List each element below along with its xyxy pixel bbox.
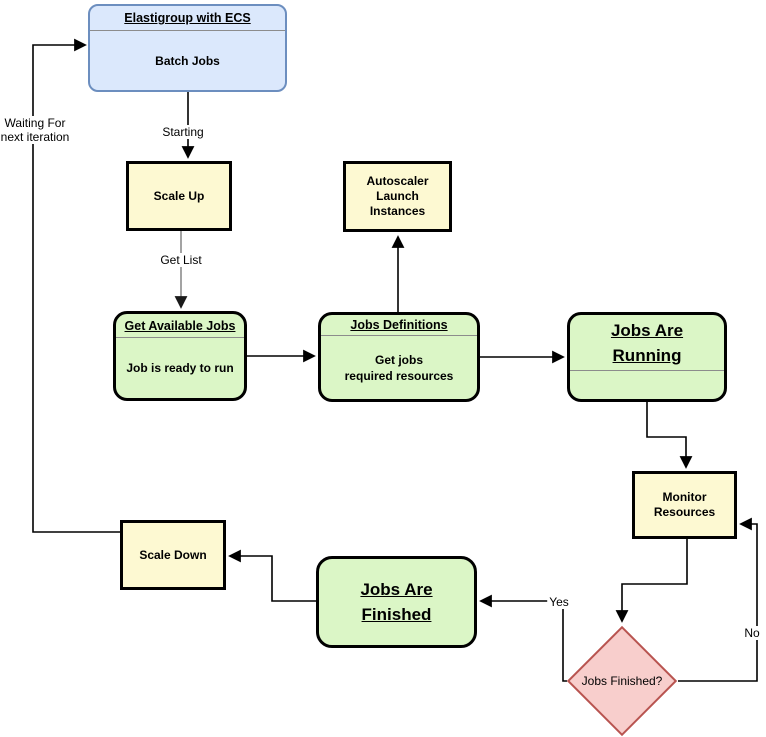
node-jobs-are-finished[interactable]: Jobs Are Finished [316,556,477,648]
node-elastigroup-batch-jobs[interactable]: Elastigroup with ECS Batch Jobs [88,4,287,92]
node-autoscaler-launch-instances[interactable]: Autoscaler Launch Instances [343,161,452,232]
node-body: Batch Jobs [155,53,220,68]
node-title: Jobs Definitions [321,315,477,336]
edge-label-starting: Starting [160,125,206,139]
edge-finished-to-scaledown [228,549,316,602]
node-label: Scale Up [153,188,205,203]
node-scale-down[interactable]: Scale Down [120,520,226,590]
node-body [570,371,724,399]
node-scale-up[interactable]: Scale Up [126,161,232,231]
node-body: Job is ready to run [126,361,234,375]
node-jobs-definitions[interactable]: Jobs Definitions Get jobs required resou… [318,312,480,402]
node-jobs-finished-decision[interactable]: Jobs Finished? [566,625,678,737]
edge-running-to-monitor [646,402,693,469]
node-jobs-are-running[interactable]: Jobs Are Running [567,312,727,402]
node-label: Jobs Finished? [581,674,663,688]
edge-no-loop [678,517,758,682]
edge-label-waiting-for-next-iteration: Waiting For next iteration [0,116,72,144]
edge-yes [479,594,567,682]
node-title: Jobs Are Running [570,315,724,371]
node-title: Get Available Jobs [116,314,244,338]
edge-label-get-list: Get List [158,253,204,267]
edge-label-no: No [742,626,762,640]
node-label: Jobs Are Finished [360,580,433,624]
node-title: Elastigroup with ECS [90,6,285,31]
node-monitor-resources[interactable]: Monitor Resources [632,471,737,539]
edge-label-yes: Yes [547,595,571,609]
node-label: Scale Down [139,547,207,562]
node-label: Monitor Resources [653,490,716,519]
edge-monitor-to-decision [615,539,688,623]
node-body: Get jobs required resources [344,352,454,383]
edge-waiting-loop [32,38,120,533]
node-label: Autoscaler Launch Instances [366,174,429,218]
node-get-available-jobs[interactable]: Get Available Jobs Job is ready to run [113,311,247,401]
